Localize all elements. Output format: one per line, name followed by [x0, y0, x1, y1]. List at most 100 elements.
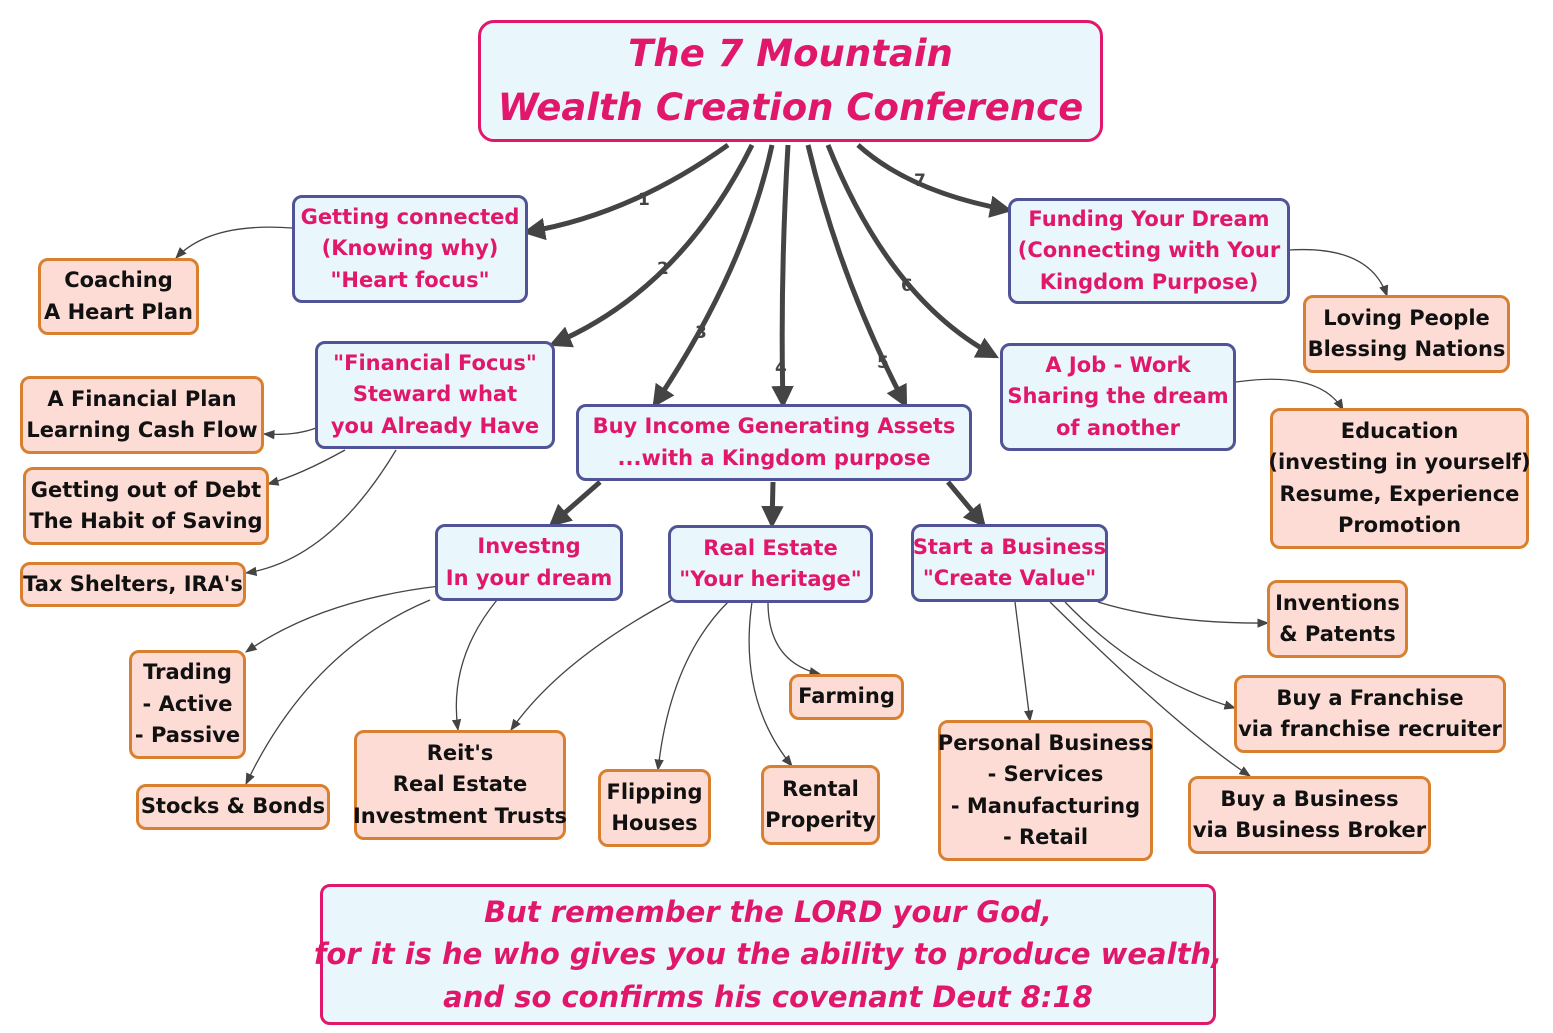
- outcome-personal-business: Personal Business - Services - Manufactu…: [938, 720, 1153, 861]
- conference-title-line-1: The 7 Mountain: [628, 32, 953, 76]
- outcome-inventions-line-1: Inventions: [1275, 590, 1400, 615]
- edge-investing-to-stocks: [245, 599, 431, 786]
- edge-m2-to-tax: [244, 449, 397, 577]
- outcome-rental-line-1: Rental: [782, 776, 859, 801]
- edge-assets-to-real-estate: [761, 481, 784, 529]
- outcome-coaching-line-1: Coaching: [64, 268, 173, 292]
- asset-real-estate: Real Estate "Your heritage": [668, 525, 873, 603]
- edge-realestate-to-reits: [510, 599, 673, 731]
- outcome-personal-business-line-4: - Retail: [1002, 825, 1089, 849]
- outcome-education-line-1: Education: [1340, 418, 1459, 443]
- mountain-3-line-2: ...with a Kingdom purpose: [617, 445, 931, 470]
- outcome-buy-business-line-1: Buy a Business: [1220, 786, 1399, 811]
- mountain-1-line-1: Getting connected: [300, 204, 520, 229]
- edge-investing-to-reits: [451, 599, 498, 732]
- edge-investing-to-trading: [245, 585, 441, 653]
- edge-m6-to-education: [1235, 378, 1344, 412]
- mountain-6-line-2: Sharing the dream: [1007, 384, 1229, 409]
- edge-title-to-mountain-1: [522, 142, 730, 241]
- mountain-2-line-1: "Financial Focus": [333, 350, 537, 375]
- asset-real-estate-line-2: "Your heritage": [679, 567, 862, 591]
- outcome-personal-business-line-1: Personal Business: [937, 730, 1154, 755]
- mountain-6-job-work: A Job - Work Sharing the dream of anothe…: [1000, 343, 1236, 451]
- mountain-2-line-2: Steward what: [352, 382, 518, 407]
- conference-title: The 7 Mountain Wealth Creation Conferenc…: [478, 20, 1103, 142]
- outcome-financial-plan: A Financial Plan Learning Cash Flow: [20, 376, 264, 454]
- outcome-education-line-2: (investing in yourself): [1268, 450, 1531, 474]
- outcome-financial-plan-line-2: Learning Cash Flow: [26, 418, 258, 442]
- asset-business-line-2: "Create Value": [922, 566, 1097, 590]
- outcome-trading-line-1: Trading: [143, 660, 232, 685]
- mountain-6-line-1: A Job - Work: [1045, 352, 1191, 377]
- mountain-3-line-1: Buy Income Generating Assets: [592, 414, 956, 438]
- edge-business-to-buy-business: [1049, 601, 1251, 777]
- edge-assets-to-business: [946, 480, 986, 528]
- outcome-stocks-bonds: Stocks & Bonds: [136, 784, 330, 830]
- mountain-2-financial-focus: "Financial Focus" Steward what you Alrea…: [315, 341, 555, 449]
- outcome-trading: Trading - Active - Passive: [129, 650, 246, 759]
- edge-label-3: 3: [695, 323, 707, 343]
- mountain-7-funding-dream: Funding Your Dream (Connecting with Your…: [1008, 198, 1290, 304]
- outcome-buy-franchise: Buy a Franchise via franchise recruiter: [1234, 675, 1506, 753]
- edge-realestate-to-farming: [767, 601, 822, 677]
- edge-label-5: 5: [877, 353, 889, 373]
- outcome-education-line-3: Resume, Experience: [1279, 481, 1520, 506]
- asset-business-line-1: Start a Business: [912, 534, 1107, 559]
- edge-m2-to-financial-plan: [262, 427, 317, 440]
- outcome-coaching: Coaching A Heart Plan: [38, 258, 199, 335]
- outcome-loving-people: Loving People Blessing Nations: [1303, 295, 1510, 373]
- outcome-loving-line-2: Blessing Nations: [1307, 337, 1506, 361]
- outcome-buy-business-line-2: via Business Broker: [1192, 818, 1427, 842]
- outcome-personal-business-line-3: - Manufacturing: [950, 793, 1141, 818]
- outcome-franchise-line-2: via franchise recruiter: [1238, 717, 1502, 741]
- outcome-stocks-line-1: Stocks & Bonds: [140, 794, 326, 819]
- edge-label-4: 4: [775, 358, 787, 378]
- outcome-reits-line-1: Reit's: [426, 740, 494, 765]
- edge-label-2: 2: [657, 259, 669, 279]
- outcome-financial-plan-line-1: A Financial Plan: [47, 386, 237, 411]
- edge-title-to-mountain-6: [825, 144, 999, 359]
- outcome-education-line-4: Promotion: [1337, 513, 1462, 537]
- edge-title-to-mountain-5: [805, 144, 908, 408]
- outcome-flipping-houses: Flipping Houses: [598, 769, 711, 847]
- edge-label-1: 1: [638, 190, 650, 210]
- mountain-7-line-3: Kingdom Purpose): [1039, 269, 1259, 294]
- asset-real-estate-line-1: Real Estate: [703, 535, 838, 560]
- edge-m2-to-debt: [266, 449, 346, 486]
- conference-title-line-2: Wealth Creation Conference: [497, 86, 1084, 129]
- outcome-loving-line-1: Loving People: [1323, 305, 1490, 330]
- edge-business-to-personal: [1014, 601, 1034, 723]
- outcome-farming: Farming: [789, 674, 904, 720]
- edge-label-7: 7: [914, 171, 926, 191]
- outcome-debt-line-1: Getting out of Debt: [30, 477, 262, 502]
- outcome-flipping-line-1: Flipping: [606, 779, 703, 804]
- scripture-footer-line-1: But remember the LORD your God,: [484, 895, 1052, 930]
- mountain-6-line-3: of another: [1055, 415, 1180, 440]
- outcome-reits: Reit's Real Estate Investment Trusts: [353, 730, 567, 840]
- outcome-inventions-patents: Inventions & Patents: [1267, 580, 1408, 658]
- outcome-trading-line-2: - Active: [142, 691, 233, 716]
- mountain-7-line-2: (Connecting with Your: [1017, 238, 1281, 263]
- outcome-tax-line-1: Tax Shelters, IRA's: [23, 571, 243, 596]
- edge-business-to-franchise: [1064, 601, 1237, 710]
- outcome-education: Education (investing in yourself) Resume…: [1268, 408, 1531, 549]
- outcome-franchise-line-1: Buy a Franchise: [1276, 685, 1464, 710]
- outcome-coaching-line-2: A Heart Plan: [44, 299, 193, 324]
- outcome-reits-line-2: Real Estate: [392, 772, 528, 797]
- scripture-footer-line-3: and so confirms his covenant Deut 8:18: [443, 979, 1093, 1014]
- outcome-getting-out-of-debt: Getting out of Debt The Habit of Saving: [23, 467, 269, 545]
- edge-realestate-to-flipping: [654, 601, 729, 772]
- outcome-buy-business: Buy a Business via Business Broker: [1188, 776, 1431, 854]
- mountain-2-line-3: you Already Have: [330, 413, 540, 438]
- asset-start-business: Start a Business "Create Value": [911, 524, 1108, 602]
- outcome-trading-line-3: - Passive: [134, 723, 241, 748]
- edge-m1-to-coaching: [175, 226, 293, 259]
- mountain-3-income-assets: Buy Income Generating Assets ...with a K…: [576, 404, 972, 481]
- scripture-footer-line-2: for it is he who gives you the ability t…: [313, 937, 1223, 972]
- outcome-rental-line-2: Properity: [765, 808, 876, 832]
- edge-title-to-mountain-2: [548, 143, 755, 348]
- asset-investing: Investng In your dream: [435, 524, 623, 601]
- outcome-tax-shelters: Tax Shelters, IRA's: [20, 562, 246, 607]
- edge-label-6: 6: [901, 276, 913, 296]
